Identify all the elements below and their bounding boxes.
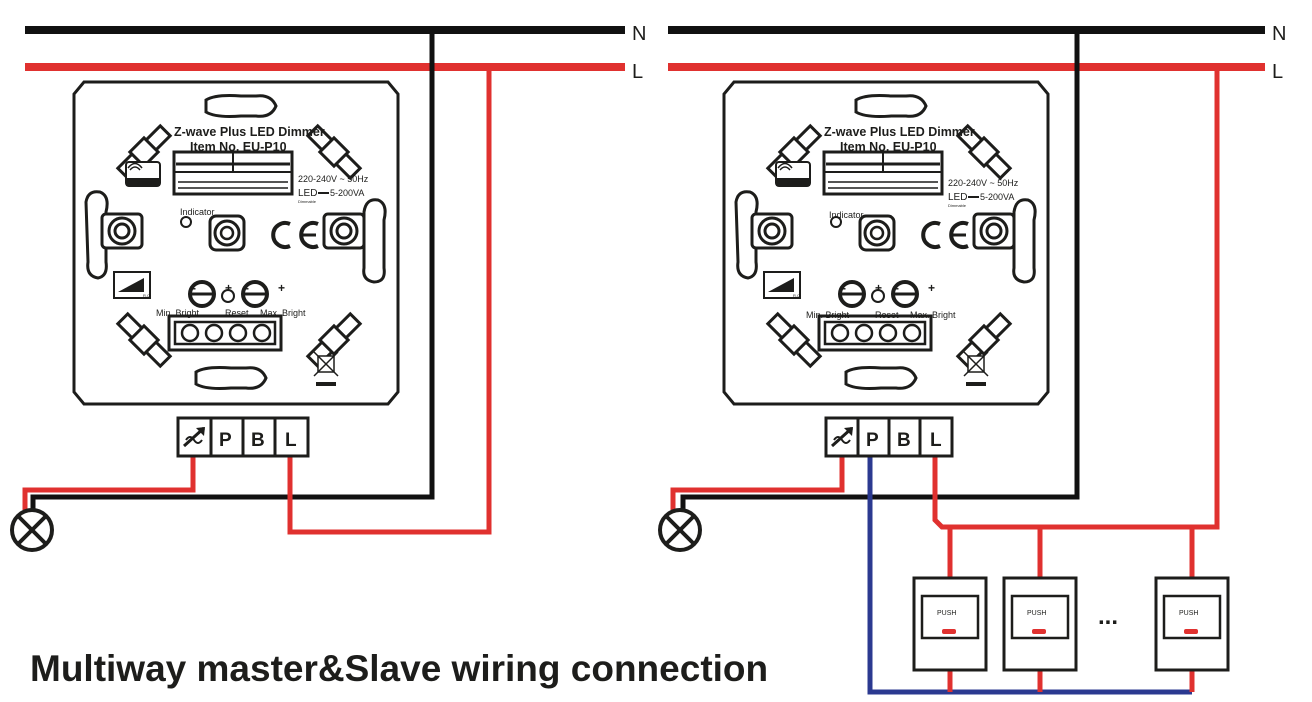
diagram-caption: Multiway master&Slave wiring connection [30, 648, 769, 689]
min-bright-label: Min. Bright [156, 308, 200, 318]
dimmer-module-slave: Z-wave Plus LED Dimmer Item No. EU-P10 2… [722, 80, 1050, 406]
max-minus: - [245, 281, 249, 295]
device-led-label: LED [948, 192, 967, 203]
terminal-b: B [251, 430, 265, 451]
dimmer-terminal-icon [182, 426, 206, 448]
terminal-block-left: P B L [176, 416, 310, 458]
rc-label: R.C [143, 293, 150, 298]
traveller-wire [867, 455, 1192, 695]
reset-label: Reset [225, 308, 249, 318]
live-label-right: L [1272, 61, 1283, 83]
device-title: Z-wave Plus LED Dimmer [824, 125, 975, 139]
dimmer-module-master: Z-wave Plus LED Dimmer Item No. EU-P10 2… [72, 80, 400, 406]
device-item-no: Item No. EU-P10 [840, 140, 937, 154]
max-minus: - [895, 281, 899, 295]
neutral-label-right: N [1272, 23, 1286, 45]
device-dimmable: Dimmable [298, 199, 317, 204]
min-bright-label: Min. Bright [806, 310, 850, 320]
push-button-2: PUSH [1002, 576, 1078, 672]
reset-label: Reset [875, 310, 899, 320]
min-plus: + [875, 281, 882, 295]
load-wire-right [670, 455, 845, 510]
device-voltage: 220-240V ~ 50Hz [948, 178, 1019, 188]
lamp-icon [10, 508, 54, 552]
neutral-wire-right [680, 27, 1080, 510]
push-label: PUSH [937, 610, 956, 617]
max-bright-label: Max. Bright [910, 310, 956, 320]
indicator-label: Indicator [180, 207, 215, 217]
zwave-badge: Z-WAVE [137, 181, 157, 187]
push-label: PUSH [1027, 610, 1046, 617]
load-wire-left [22, 455, 196, 510]
neutral-label-left: N [632, 23, 646, 45]
dimmer-terminal-icon [830, 426, 854, 448]
terminal-b: B [897, 430, 911, 451]
live-label-left: L [632, 61, 643, 83]
terminal-p: P [219, 430, 232, 451]
indicator-label: Indicator [829, 210, 864, 220]
device-led-range: 5-200VA [330, 188, 364, 198]
max-plus: + [928, 281, 935, 295]
rc-label: R.C [793, 293, 800, 298]
device-led-label: LED [298, 188, 317, 199]
live-wire-right [932, 64, 1220, 530]
zwave-badge: Z-WAVE [787, 181, 807, 187]
terminal-l: L [930, 430, 942, 451]
lamp-icon [658, 508, 702, 552]
neutral-wire-left [30, 27, 435, 510]
terminal-p: P [866, 430, 879, 451]
min-minus: - [192, 281, 196, 295]
device-item-no: Item No. EU-P10 [190, 140, 287, 154]
live-wire-left [287, 64, 492, 535]
push-button-1: PUSH [912, 576, 988, 672]
device-led-range: 5-200VA [980, 192, 1014, 202]
terminal-l: L [285, 430, 297, 451]
push-ellipsis: ... [1098, 603, 1118, 630]
push-button-3: PUSH [1154, 576, 1230, 672]
push-label: PUSH [1179, 610, 1198, 617]
max-bright-label: Max. Bright [260, 308, 306, 318]
min-minus: - [842, 281, 846, 295]
terminal-block-right: P B L [824, 416, 954, 458]
device-title: Z-wave Plus LED Dimmer [174, 125, 325, 139]
device-voltage: 220-240V ~ 50Hz [298, 174, 369, 184]
device-dimmable: Dimmable [948, 203, 967, 208]
min-plus: + [225, 281, 232, 295]
max-plus: + [278, 281, 285, 295]
